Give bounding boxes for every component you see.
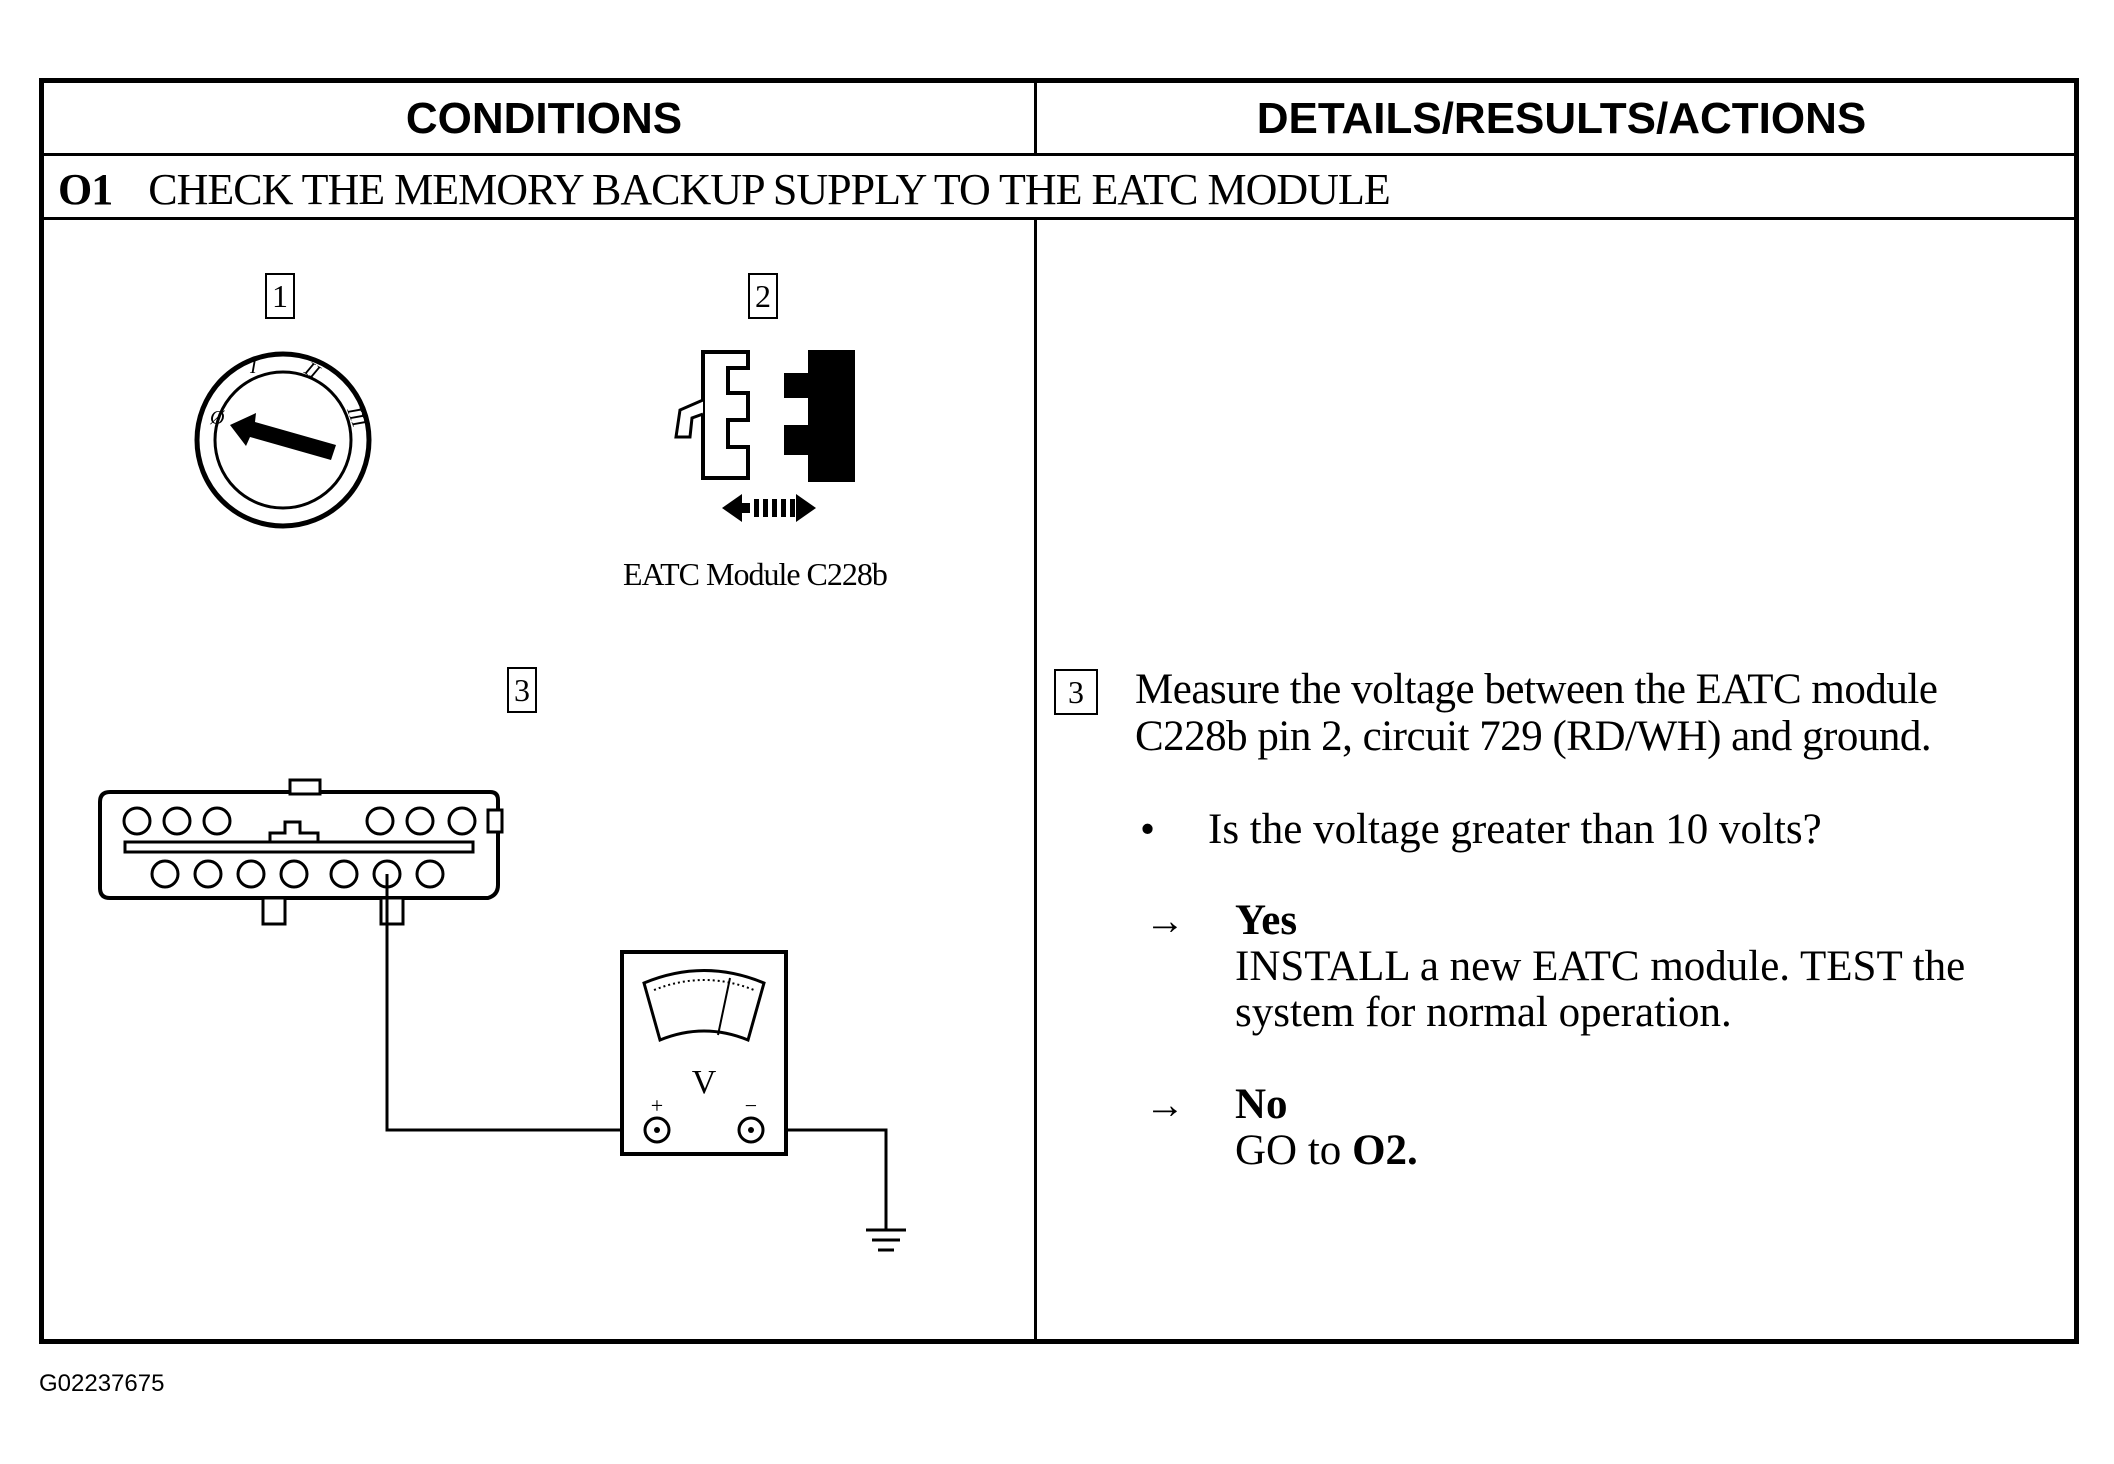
ignition-position-1: I bbox=[249, 356, 258, 378]
voltmeter-icon: V + − bbox=[620, 950, 788, 1156]
arrow-icon: → bbox=[1145, 898, 1185, 943]
conditions-header: CONDITIONS bbox=[405, 94, 683, 143]
no-action-target: O2. bbox=[1352, 1127, 1418, 1174]
step-2-label: 2 bbox=[748, 273, 778, 319]
meter-minus-label: − bbox=[745, 1093, 757, 1118]
header-divider bbox=[44, 153, 2074, 156]
ignition-switch-icon: Ø I II III bbox=[194, 351, 372, 529]
question: • Is the voltage greater than 10 volts? bbox=[1140, 805, 1822, 854]
no-action: GO to O2. bbox=[1235, 1128, 2055, 1174]
yes-action: INSTALL a new EATC module. TEST the syst… bbox=[1235, 943, 1966, 1036]
ignition-position-off: Ø bbox=[209, 407, 226, 429]
arrow-icon: → bbox=[1145, 1082, 1185, 1127]
answer-no: → No GO to O2. bbox=[1145, 1082, 2055, 1174]
ground-icon bbox=[866, 1228, 906, 1252]
figure-id: G02237675 bbox=[39, 1370, 165, 1397]
test-lead-negative bbox=[751, 1128, 888, 1230]
detail-step-3-label: 3 bbox=[1054, 669, 1098, 715]
body-column-divider bbox=[1034, 217, 1037, 1339]
meter-unit-label: V bbox=[692, 1064, 717, 1101]
instruction-text: Measure the voltage between the EATC mod… bbox=[1135, 666, 1938, 760]
header-column-divider bbox=[1034, 83, 1037, 153]
step-1-label: 1 bbox=[265, 273, 295, 319]
step-title: O1 CHECK THE MEMORY BACKUP SUPPLY TO THE… bbox=[58, 159, 1391, 219]
step-3-label: 3 bbox=[507, 667, 537, 713]
connector-face-icon bbox=[98, 778, 504, 926]
test-lead-positive bbox=[385, 874, 657, 1132]
title-divider bbox=[44, 217, 2074, 220]
connector-disconnected-icon bbox=[674, 350, 855, 522]
details-header: DETAILS/RESULTS/ACTIONS bbox=[1256, 94, 1867, 143]
step-number: O1 bbox=[58, 164, 113, 214]
question-text: Is the voltage greater than 10 volts? bbox=[1208, 806, 1822, 853]
no-action-prefix: GO to bbox=[1235, 1127, 1353, 1174]
yes-label: Yes bbox=[1235, 897, 1298, 944]
bullet: • bbox=[1140, 806, 1156, 853]
answer-yes: → Yes INSTALL a new EATC module. TEST th… bbox=[1145, 898, 2055, 1036]
no-label: No bbox=[1235, 1081, 1288, 1128]
step-title-text: CHECK THE MEMORY BACKUP SUPPLY TO THE EA… bbox=[148, 164, 1390, 214]
meter-plus-label: + bbox=[651, 1093, 663, 1118]
connector-caption: EATC Module C228b bbox=[623, 556, 888, 592]
procedure-table: CONDITIONS DETAILS/RESULTS/ACTIONS O1 CH… bbox=[39, 78, 2079, 1344]
